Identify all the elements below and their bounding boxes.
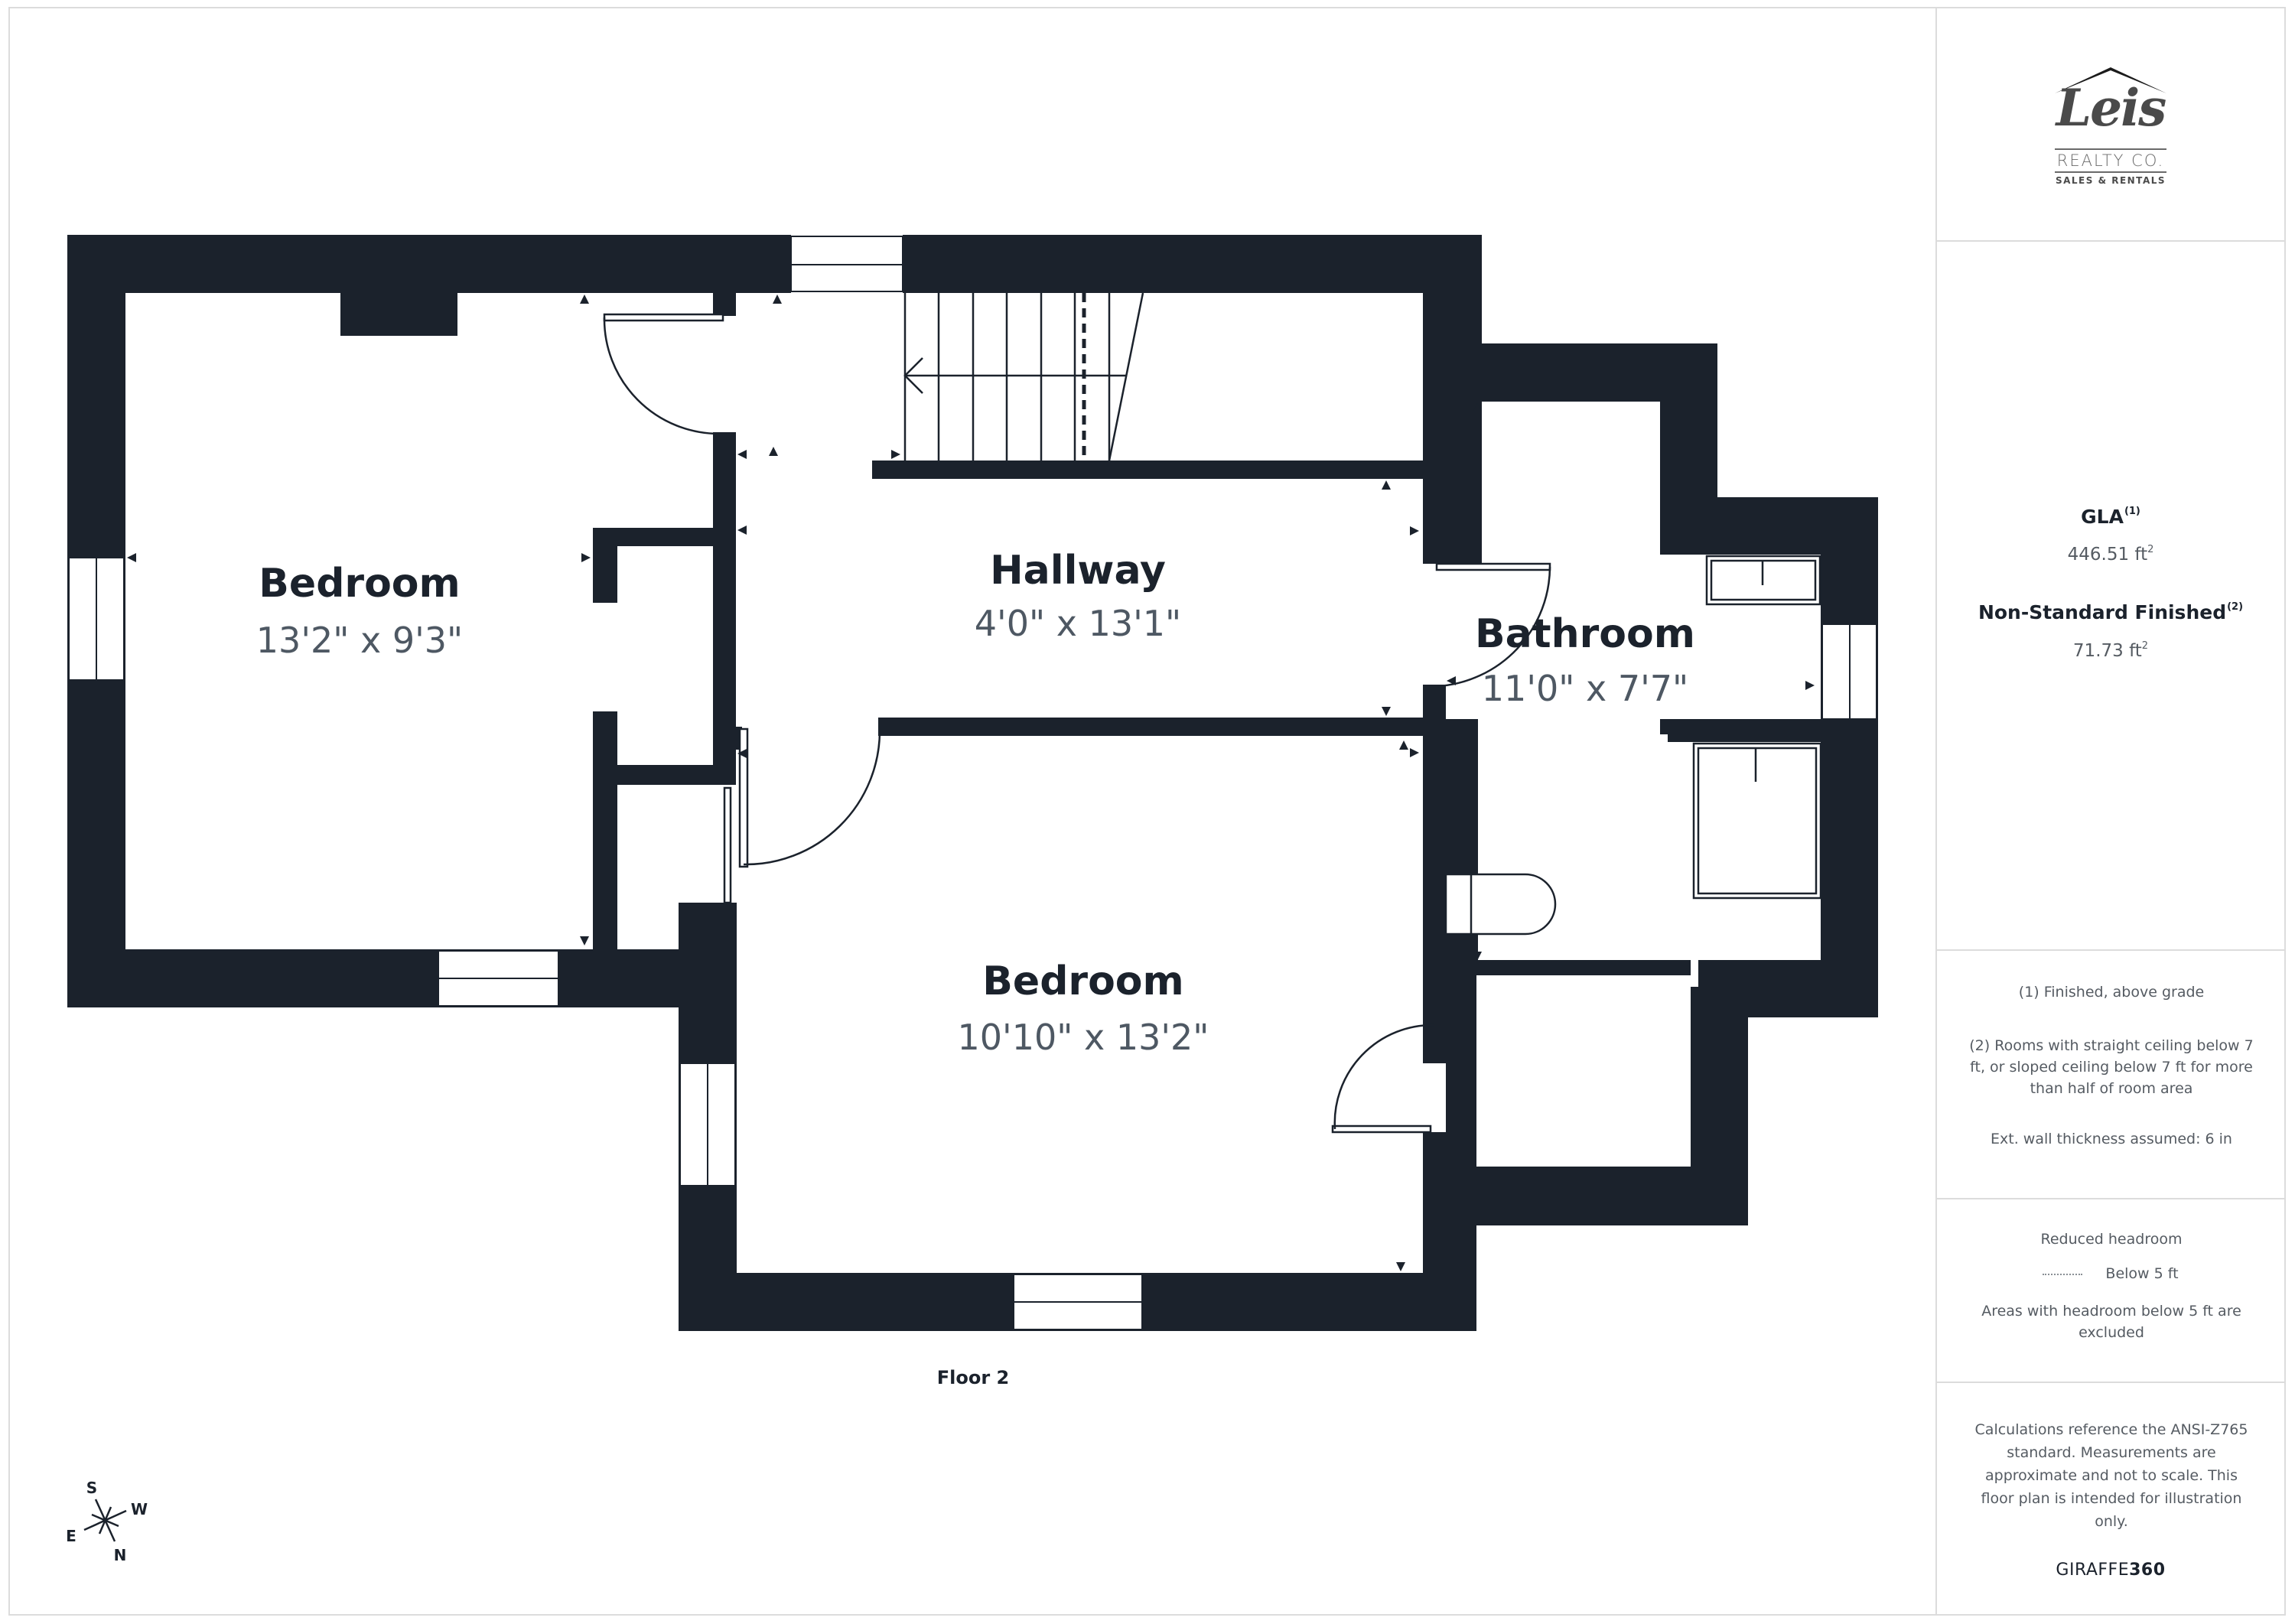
bathtub-icon — [1692, 742, 1822, 900]
room-dimensions: 11'0" x 7'7" — [1482, 668, 1688, 709]
headroom-legend-row: Below 5 ft — [1937, 1265, 2284, 1282]
compass-east-label: E — [66, 1527, 76, 1545]
dimension-marker-icon — [127, 295, 1815, 1271]
floor-plan-drawing: Bedroom 13'2" x 9'3" Hallway 4'0" x 13'1… — [66, 235, 1878, 1564]
non-standard-value: 71.73 ft2 — [2072, 640, 2149, 661]
disclaimer-section: Calculations reference the ANSI-Z765 sta… — [1937, 1383, 2284, 1624]
headroom-title: Reduced headroom — [2040, 1231, 2183, 1248]
giraffe360-brand: GIRAFFE360 — [2056, 1561, 2166, 1580]
headroom-legend-section: Reduced headroom Below 5 ft Areas with h… — [1937, 1199, 2284, 1383]
room-dimensions: 4'0" x 13'1" — [975, 603, 1181, 644]
disclaimer-text: Calculations reference the ANSI-Z765 sta… — [1974, 1421, 2248, 1530]
floor-label: Floor 2 — [937, 1367, 1010, 1388]
room-name: Bedroom — [259, 561, 460, 607]
windows — [68, 236, 1877, 1330]
stair-direction-arrow-icon — [903, 357, 923, 394]
sink-icon — [1705, 555, 1821, 606]
compass-west-label: W — [131, 1500, 148, 1518]
gla-label: GLA(1) — [2081, 506, 2140, 528]
compass-south-label: S — [86, 1479, 97, 1497]
logo-tagline: SALES & RENTALS — [2055, 175, 2166, 186]
gla-value: 446.51 ft2 — [2067, 544, 2154, 565]
room-name: Bathroom — [1475, 611, 1695, 657]
info-panel: Leis REALTY CO. SALES & RENTALS GLA(1) 4… — [1935, 8, 2284, 1614]
footnote-1: (1) Finished, above grade — [2018, 984, 2205, 1001]
non-standard-label: Non-Standard Finished(2) — [1978, 601, 2244, 623]
door-swing-icon — [603, 313, 1551, 1134]
floor-plan-area: Bedroom 13'2" x 9'3" Hallway 4'0" x 13'1… — [10, 8, 1935, 1614]
dotted-line-icon — [2043, 1273, 2083, 1275]
page-frame — [8, 7, 2286, 1616]
fixtures — [1444, 555, 1822, 936]
compass-icon: S W E N — [66, 1479, 148, 1564]
logo-script-text: Leis — [2056, 78, 2167, 138]
wall-thickness-note: Ext. wall thickness assumed: 6 in — [1991, 1131, 2232, 1147]
headroom-note: Areas with headroom below 5 ft are exclu… — [1981, 1303, 2241, 1341]
brand-logo: Leis REALTY CO. SALES & RENTALS — [2053, 66, 2168, 188]
logo-divider — [2055, 148, 2166, 150]
area-summary-section: GLA(1) 446.51 ft2 Non-Standard Finished(… — [1937, 242, 2284, 951]
logo-divider — [2055, 171, 2166, 173]
footnotes-section: (1) Finished, above grade (2) Rooms with… — [1937, 951, 2284, 1199]
headroom-legend-label: Below 5 ft — [2105, 1265, 2179, 1282]
room-name: Hallway — [990, 548, 1166, 594]
room-dimensions: 13'2" x 9'3" — [256, 620, 463, 661]
compass-north-label: N — [114, 1546, 127, 1564]
footnote-2: (2) Rooms with straight ceiling below 7 … — [1969, 1037, 2254, 1097]
logo-realty-text: REALTY CO. — [2056, 151, 2165, 170]
walls — [67, 235, 1878, 1331]
room-dimensions: 10'10" x 13'2" — [958, 1017, 1209, 1058]
room-name: Bedroom — [982, 958, 1183, 1004]
stairs-icon — [903, 292, 1144, 461]
toilet-icon — [1444, 873, 1557, 936]
logo-section: Leis REALTY CO. SALES & RENTALS — [1937, 8, 2284, 242]
